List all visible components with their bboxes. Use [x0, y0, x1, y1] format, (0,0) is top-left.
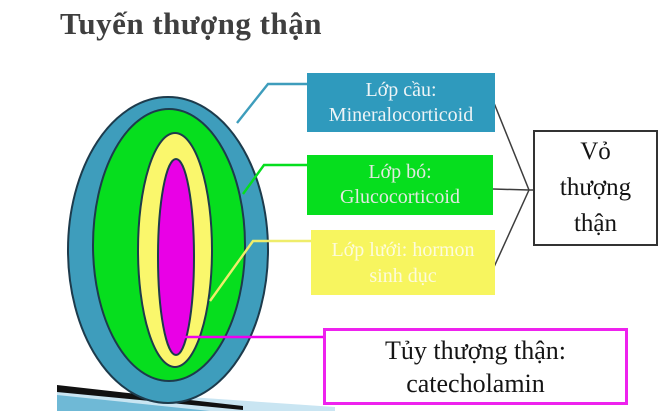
callout-medulla: Tủy thượng thận: catecholamin — [323, 328, 628, 405]
medulla-label-line1: Tủy thượng thận: — [385, 335, 566, 365]
callout-zona-fasciculata: Lớp bó: Glucocorticoid — [307, 155, 493, 215]
connector-teal-line — [236, 82, 307, 124]
fasciculata-label-line2: Glucocorticoid — [340, 186, 460, 208]
bracket-top-line — [493, 102, 530, 191]
core-medulla — [157, 158, 195, 356]
cortex-label-line1: Vỏ — [580, 138, 611, 165]
cortex-label-line3: thận — [573, 210, 618, 237]
callout-connectors — [183, 82, 323, 339]
glomerulosa-label-line1: Lớp cầu: — [365, 78, 437, 101]
bracket-middle-line — [492, 188, 530, 191]
callout-cortex-group: Vỏ thượng thận — [533, 130, 658, 246]
connector-green-line — [242, 163, 307, 195]
connector-yellow-line — [209, 239, 311, 302]
reticularis-label-line1: Lớp lưới: hormon — [331, 238, 475, 261]
callout-zona-glomerulosa: Lớp cầu: Mineralocorticoid — [307, 73, 495, 132]
reticularis-label-line2: sinh dục — [369, 264, 437, 287]
slide-title: Tuyến thượng thận — [60, 6, 322, 41]
medulla-label-line2: catecholamin — [406, 368, 545, 398]
callout-zona-reticularis: Lớp lưới: hormon sinh dục — [311, 230, 495, 295]
gland-rings — [67, 96, 269, 404]
corner-swoosh-decoration — [57, 385, 335, 411]
swoosh-teal-stripe — [57, 395, 210, 411]
bracket-bottom-line — [493, 189, 530, 268]
glomerulosa-label-line2: Mineralocorticoid — [328, 103, 474, 126]
fasciculata-label-line1: Lớp bó: — [368, 161, 432, 183]
cortex-label-line2: thượng — [559, 174, 632, 201]
cortex-bracket — [492, 102, 533, 268]
